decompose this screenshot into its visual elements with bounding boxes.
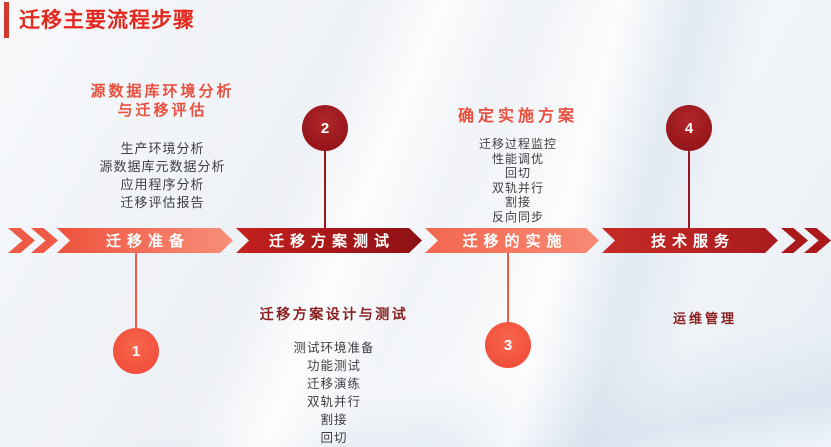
panel-item-list: 生产环境分析源数据库元数据分析应用程序分析迁移评估报告 (40, 140, 285, 212)
step-circle-4: 4 (666, 105, 712, 151)
list-item: 回切 (320, 431, 348, 445)
panel-heading: 迁移方案设计与测试 (259, 306, 409, 322)
stage-label: 迁移准备 (105, 233, 190, 250)
step-number: 4 (684, 119, 694, 137)
timeline-stage-1-banner: 迁移准备 (57, 228, 233, 253)
panel-plan-design-test: 迁移方案设计与测试 测试环境准备功能测试迁移演练双轨并行割接回切 (234, 304, 434, 447)
panel-operations-management: 运维管理 (630, 308, 780, 327)
list-item: 迁移过程监控 (478, 137, 557, 151)
connector-stage1 (135, 253, 137, 328)
stage-label: 迁移方案测试 (268, 233, 395, 250)
stage-label: 迁移的实施 (462, 233, 568, 250)
panel-implementation-plan: 确定实施方案 迁移过程监控性能调优回切双轨并行割接反向同步 (408, 102, 628, 224)
step-circle-1: 1 (113, 328, 159, 374)
list-item: 迁移演练 (306, 377, 361, 391)
timeline-stage-2-banner: 迁移方案测试 (236, 228, 422, 253)
list-item: 源数据库元数据分析 (99, 159, 226, 174)
list-item: 性能调优 (491, 151, 544, 166)
list-item: 应用程序分析 (120, 177, 205, 192)
list-item: 割接 (320, 413, 348, 427)
list-item: 双轨并行 (306, 395, 361, 409)
step-number: 2 (320, 119, 330, 137)
title-accent-bar (4, 2, 9, 38)
list-item: 双轨并行 (491, 180, 544, 195)
panel-item-list: 测试环境准备功能测试迁移演练双轨并行割接回切 (234, 339, 434, 447)
leading-chevron-icon (8, 228, 35, 253)
timeline-stage-3-banner: 迁移的实施 (425, 228, 599, 253)
panel-heading-line2: 与迁移评估 (117, 102, 208, 119)
panel-source-db-analysis: 源数据库环境分析 与迁移评估 生产环境分析源数据库元数据分析应用程序分析迁移评估… (40, 82, 285, 212)
step-number: 3 (503, 336, 513, 354)
panel-item-list: 迁移过程监控性能调优回切双轨并行割接反向同步 (408, 137, 628, 224)
stage-label: 技术服务 (650, 233, 735, 250)
list-item: 测试环境准备 (293, 341, 375, 355)
step-circle-2: 2 (302, 105, 348, 151)
leading-chevron-icon (31, 228, 58, 253)
list-item: 回切 (504, 166, 531, 180)
list-item: 功能测试 (306, 359, 361, 373)
list-item: 割接 (504, 195, 531, 209)
list-item: 反向同步 (491, 209, 544, 224)
connector-stage2 (324, 151, 326, 228)
panel-heading: 源数据库环境分析 与迁移评估 (40, 82, 285, 120)
connector-stage4 (688, 151, 690, 228)
list-item: 迁移评估报告 (120, 195, 205, 210)
panel-heading-line1: 源数据库环境分析 (90, 83, 235, 100)
step-number: 1 (131, 342, 141, 360)
panel-heading: 确定实施方案 (457, 108, 578, 125)
panel-heading: 运维管理 (672, 311, 737, 326)
trailing-chevron-icon (781, 228, 808, 253)
page-title: 迁移主要流程步骤 (19, 9, 195, 32)
list-item: 生产环境分析 (120, 141, 205, 156)
step-circle-3: 3 (485, 322, 531, 368)
connector-stage3 (507, 253, 509, 322)
timeline-stage-4-banner: 技术服务 (602, 228, 778, 253)
trailing-chevron-icon (804, 228, 831, 253)
